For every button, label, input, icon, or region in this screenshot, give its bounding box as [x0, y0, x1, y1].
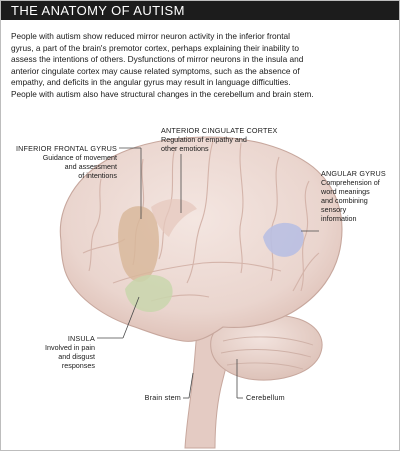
insula-desc-3: responses: [61, 360, 95, 370]
brain-stem-label: Brain stem: [111, 393, 181, 403]
inferior-frontal-label: INFERIOR FRONTAL GYRUS Guidance of movem…: [15, 144, 117, 181]
insula-desc-2: and disgust: [58, 351, 95, 361]
angular-gyrus-desc-5: information: [321, 213, 357, 223]
angular-gyrus-desc-2: word meanings: [321, 186, 370, 196]
intro-line-4: anterior cingulate cortex may cause rela…: [11, 65, 300, 76]
title-bar: THE ANATOMY OF AUTISM: [1, 1, 399, 20]
brain-stem-title: Brain stem: [144, 393, 181, 402]
figure-title: THE ANATOMY OF AUTISM: [11, 3, 185, 18]
inferior-frontal-gyrus-region: [118, 206, 159, 282]
intro-line-5: empathy, and deficits in the angular gyr…: [11, 77, 291, 88]
angular-gyrus-desc-1: Comprehension of: [321, 177, 380, 187]
insula-label: INSULA Involved in pain and disgust resp…: [15, 334, 95, 371]
anterior-cingulate-desc-1: Regulation of empathy and: [161, 134, 247, 144]
inferior-frontal-desc-2: and assessment: [64, 161, 117, 171]
angular-gyrus-desc-4: sensory: [321, 204, 347, 214]
inferior-frontal-desc-3: of intentions: [78, 170, 117, 180]
intro-line-2: gyrus, a part of the brain's premotor co…: [11, 42, 299, 53]
insula-desc-1: Involved in pain: [45, 342, 95, 352]
intro-line-3: assess the intentions of others. Dysfunc…: [11, 54, 304, 65]
angular-gyrus-label: ANGULAR GYRUS Comprehension of word mean…: [321, 169, 386, 223]
inferior-frontal-title: INFERIOR FRONTAL GYRUS: [15, 144, 117, 153]
anterior-cingulate-title: ANTERIOR CINGULATE CORTEX: [161, 126, 278, 135]
leader-lines: [97, 147, 319, 399]
intro-line-6: People with autism also have structural …: [11, 89, 314, 99]
cerebellum-title: Cerebellum: [246, 393, 285, 402]
angular-gyrus-desc-3: and combining: [321, 195, 368, 205]
cerebellum-label: Cerebellum: [246, 393, 285, 403]
inferior-frontal-desc-1: Guidance of movement: [42, 152, 117, 162]
anterior-cingulate-region: [151, 198, 197, 237]
intro-line-1: People with autism show reduced mirror n…: [11, 31, 290, 41]
anterior-cingulate-desc-2: other emotions: [161, 143, 209, 153]
anterior-cingulate-label: ANTERIOR CINGULATE CORTEX Regulation of …: [161, 126, 278, 154]
insula-title: INSULA: [67, 334, 95, 343]
angular-gyrus-region: [263, 222, 304, 257]
angular-gyrus-title: ANGULAR GYRUS: [321, 169, 386, 178]
